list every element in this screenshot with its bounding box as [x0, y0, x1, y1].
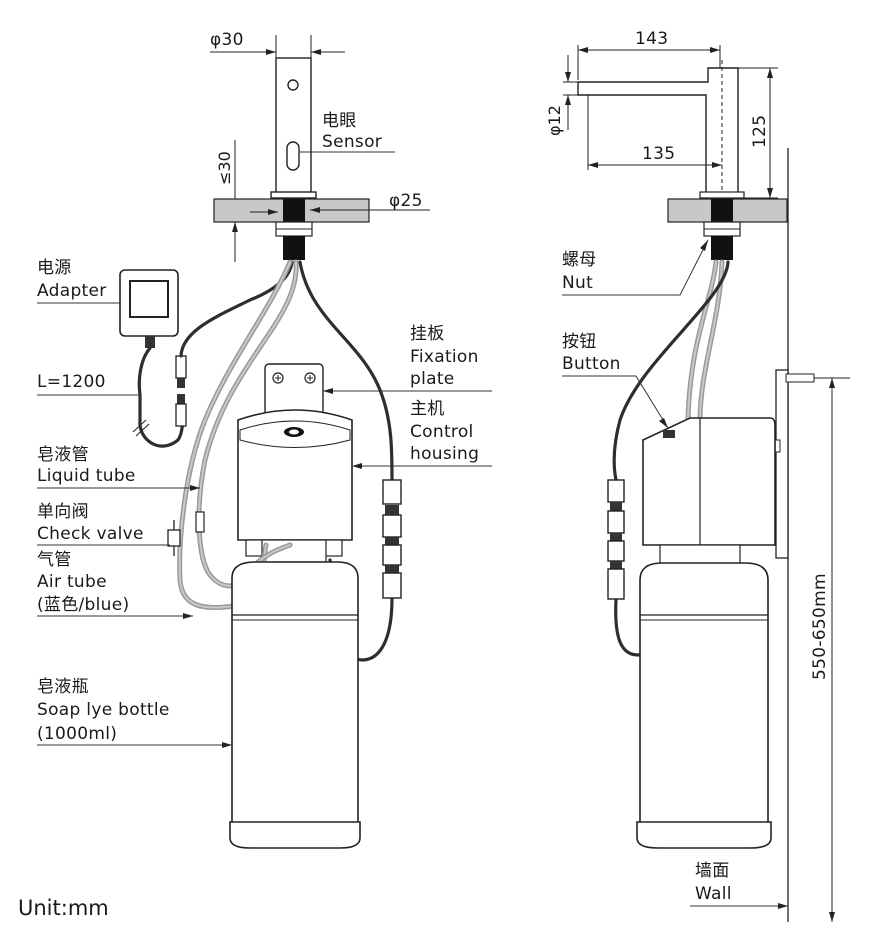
- button: [663, 430, 675, 438]
- dim-135-text: 135: [642, 144, 675, 164]
- button-label-cn: 按钮: [562, 332, 597, 352]
- soap-bottle-front: [229, 561, 361, 849]
- adapter-connector-bottom: [175, 403, 187, 427]
- dim-phi12: φ12: [545, 55, 578, 136]
- housing-label-en-1: Control: [410, 422, 474, 442]
- button-label-en: Button: [562, 354, 621, 374]
- dim-phi30-text: φ30: [210, 30, 244, 50]
- sensor-label: 电眼 Sensor: [300, 111, 395, 153]
- dim-550-650-text: 550-650mm: [810, 573, 830, 680]
- dim-143: 143: [577, 29, 721, 80]
- faucet-base-flange: [270, 191, 317, 199]
- housing-label-en-2: housing: [410, 444, 479, 464]
- dim-phi12-text: φ12: [545, 105, 564, 136]
- dim-phi30: φ30: [210, 30, 345, 58]
- adapter-label-cn: 电源: [37, 258, 72, 278]
- plate-label-en-1: Fixation: [410, 347, 479, 367]
- sensor-label-cn: 电眼: [322, 111, 357, 131]
- dim-le30-text: ≤30: [215, 151, 234, 185]
- faucet-body: [275, 57, 312, 196]
- dim-phi25: φ25: [310, 191, 430, 213]
- check-valve-label-en: Check valve: [37, 524, 144, 544]
- button-leader: [562, 375, 669, 429]
- bottle-label-en: Soap lye bottle: [37, 700, 170, 720]
- adapter-connector-top: [175, 355, 187, 379]
- front-view: φ30 电眼 Sensor ≤30 φ25: [18, 30, 492, 920]
- bottle-label-cn: 皂液瓶: [37, 677, 89, 697]
- plate-label-cn: 挂板: [410, 324, 445, 344]
- air-tube-label-cn: 气管: [37, 550, 72, 570]
- nut-leader: [562, 239, 709, 296]
- adapter-label-en: Adapter: [37, 281, 107, 301]
- nut-label-cn: 螺母: [562, 250, 597, 270]
- dim-le30: ≤30: [215, 140, 278, 262]
- wall-label-cn: 墙面: [695, 861, 730, 881]
- sensor-cable-side: [612, 260, 730, 482]
- dim-135: 135: [587, 95, 722, 170]
- nut-label-en: Nut: [562, 273, 593, 293]
- dim-125-text: 125: [750, 115, 770, 148]
- faucet-side-body: [577, 67, 739, 197]
- side-view: 143 φ12 135: [545, 29, 850, 922]
- bottle-label-capacity: (1000ml): [37, 724, 117, 744]
- air-tube-label-color: (蓝色/blue): [37, 595, 129, 615]
- control-housing: [237, 409, 353, 563]
- faucet-power-cable: [179, 260, 294, 358]
- liquid-tube-label-cn: 皂液管: [37, 445, 89, 465]
- cable-connector-side: [607, 479, 625, 600]
- sensor-label-en: Sensor: [322, 132, 382, 152]
- air-tube-label-en: Air tube: [37, 572, 107, 592]
- dim-143-text: 143: [635, 29, 668, 49]
- dim-125: 125: [738, 67, 778, 199]
- dim-550-650: 550-650mm: [810, 378, 835, 922]
- cable-connector-front: [382, 479, 402, 599]
- threaded-shank: [283, 199, 305, 222]
- wall-label-en: Wall: [695, 884, 732, 904]
- sensor-window: [286, 141, 300, 171]
- dim-phi25-text: φ25: [389, 191, 423, 211]
- check-valve-label-cn: 单向阀: [37, 502, 89, 522]
- check-valve: [167, 511, 205, 556]
- fixation-plate: [264, 363, 324, 423]
- wall-bracket: [775, 369, 789, 559]
- liquid-tube-label-en: Liquid tube: [37, 466, 136, 486]
- shank-lower: [283, 236, 305, 260]
- adapter-cable-lower: [137, 346, 152, 422]
- unit-label: Unit:mm: [18, 896, 109, 920]
- length-label: L=1200: [37, 372, 106, 392]
- control-housing-side: [642, 417, 776, 566]
- soap-bottle-side: [636, 562, 772, 849]
- faucet-outlet-hole: [287, 79, 299, 91]
- plate-label-en-2: plate: [410, 369, 455, 389]
- sensor-cable-front: [298, 260, 394, 482]
- power-adapter: [119, 269, 179, 348]
- housing-label-cn: 主机: [410, 399, 445, 419]
